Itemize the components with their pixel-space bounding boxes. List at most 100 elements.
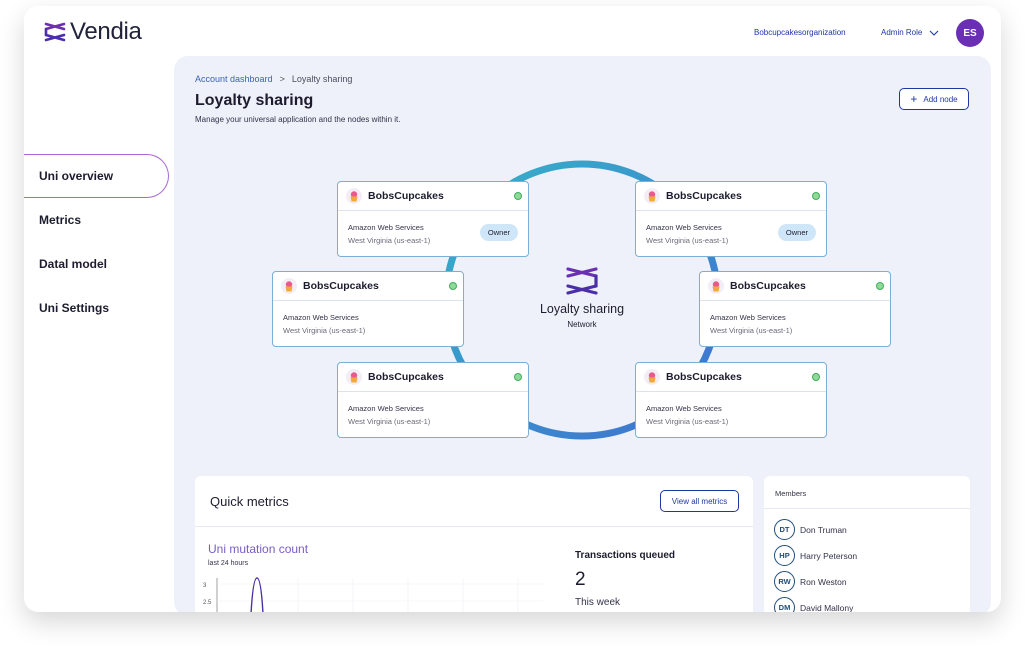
node-region: West Virginia (us-east-1) <box>348 417 431 426</box>
member-name: Harry Peterson <box>800 550 858 561</box>
online-dot-icon <box>514 373 522 381</box>
app-window: Vendia Bobcupcakesorganization Admin Rol… <box>24 6 1001 612</box>
node-card[interactable]: BobsCupcakes Amazon Web Services West Vi… <box>337 181 529 257</box>
mutation-count-chart: 3 2.5 <box>203 577 543 612</box>
mutation-count-title: Uni mutation count <box>208 542 309 556</box>
node-body: Amazon Web Services West Virginia (us-ea… <box>636 392 826 426</box>
node-provider: Amazon Web Services <box>283 313 359 322</box>
divider <box>195 526 753 527</box>
node-body: Amazon Web Services West Virginia (us-ea… <box>636 211 826 245</box>
sidebar: Uni overview Metrics Datal model Uni Set… <box>24 154 174 330</box>
cupcake-icon <box>346 369 362 385</box>
node-body: Amazon Web Services West Virginia (us-ea… <box>338 211 528 245</box>
breadcrumb-account-dashboard[interactable]: Account dashboard <box>195 74 273 84</box>
y-tick-label: 3 <box>203 583 207 589</box>
node-header: BobsCupcakes <box>273 272 463 301</box>
node-provider: Amazon Web Services <box>646 404 722 413</box>
cupcake-icon <box>346 188 362 204</box>
sidebar-item-uni-overview[interactable]: Uni overview <box>24 154 169 198</box>
node-body: Amazon Web Services West Virginia (us-ea… <box>338 392 528 426</box>
member-item[interactable]: HP Harry Peterson <box>774 545 857 566</box>
members-title: Members <box>775 489 807 498</box>
breadcrumb-separator: > <box>279 74 285 84</box>
online-dot-icon <box>514 192 522 200</box>
online-dot-icon <box>449 282 457 290</box>
page-title: Loyalty sharing <box>195 92 314 109</box>
node-header: BobsCupcakes <box>700 272 890 301</box>
node-provider: Amazon Web Services <box>710 313 786 322</box>
organization-link[interactable]: Bobcupcakesorganization <box>754 28 846 37</box>
breadcrumb-current: Loyalty sharing <box>291 74 353 84</box>
quick-metrics-card: Quick metrics View all metrics Uni mutat… <box>195 476 753 612</box>
user-avatar[interactable]: ES <box>956 19 984 47</box>
network-center: Loyalty sharing Network <box>522 266 642 329</box>
owner-badge: Owner <box>777 224 816 241</box>
node-provider: Amazon Web Services <box>646 223 722 232</box>
mutation-line <box>250 577 264 612</box>
owner-badge: Owner <box>479 224 518 241</box>
node-card[interactable]: BobsCupcakes Amazon Web Services West Vi… <box>635 362 827 438</box>
node-region: West Virginia (us-east-1) <box>710 326 793 335</box>
add-node-button[interactable]: + Add node <box>899 88 969 110</box>
node-region: West Virginia (us-east-1) <box>348 236 431 245</box>
node-header: BobsCupcakes <box>636 363 826 392</box>
node-body: Amazon Web Services West Virginia (us-ea… <box>273 301 463 335</box>
network-title: Loyalty sharing <box>539 302 625 316</box>
node-region: West Virginia (us-east-1) <box>646 417 729 426</box>
vendia-logo-icon <box>44 22 66 42</box>
add-node-label: Add node <box>923 94 958 104</box>
node-region: West Virginia (us-east-1) <box>283 326 366 335</box>
main-panel: Account dashboard > Loyalty sharing Loya… <box>174 56 991 612</box>
online-dot-icon <box>812 192 820 200</box>
transactions-queued-value: 2 <box>575 569 586 590</box>
vendia-logo[interactable]: Vendia <box>44 18 142 46</box>
cupcake-icon <box>644 369 660 385</box>
view-all-metrics-button[interactable]: View all metrics <box>660 490 739 512</box>
node-name: BobsCupcakes <box>368 190 444 202</box>
node-name: BobsCupcakes <box>666 371 742 383</box>
node-name: BobsCupcakes <box>303 280 379 292</box>
plus-icon: + <box>910 92 918 106</box>
member-item[interactable]: RW Ron Weston <box>774 571 847 592</box>
role-dropdown[interactable]: Admin Role <box>881 28 939 37</box>
node-region: West Virginia (us-east-1) <box>646 236 729 245</box>
node-card[interactable]: BobsCupcakes Amazon Web Services West Vi… <box>635 181 827 257</box>
node-card[interactable]: BobsCupcakes Amazon Web Services West Vi… <box>337 362 529 438</box>
member-name: Ron Weston <box>800 576 847 587</box>
node-name: BobsCupcakes <box>368 371 444 383</box>
node-provider: Amazon Web Services <box>348 404 424 413</box>
y-tick-label: 2.5 <box>203 600 212 606</box>
quick-metrics-title: Quick metrics <box>210 494 289 509</box>
member-item[interactable]: DM David Mallony <box>774 597 853 612</box>
node-card[interactable]: BobsCupcakes Amazon Web Services West Vi… <box>272 271 464 347</box>
node-provider: Amazon Web Services <box>348 223 424 232</box>
member-avatar: DT <box>774 519 795 540</box>
member-name: David Mallony <box>800 602 854 613</box>
node-body: Amazon Web Services West Virginia (us-ea… <box>700 301 890 335</box>
node-header: BobsCupcakes <box>338 182 528 211</box>
member-item[interactable]: DT Don Truman <box>774 519 847 540</box>
cupcake-icon <box>708 278 724 294</box>
node-name: BobsCupcakes <box>730 280 806 292</box>
page-subtitle: Manage your universal application and th… <box>195 115 401 124</box>
breadcrumb: Account dashboard > Loyalty sharing <box>195 74 352 84</box>
sidebar-item-uni-settings[interactable]: Uni Settings <box>39 301 110 315</box>
vendia-network-icon <box>566 267 598 295</box>
node-name: BobsCupcakes <box>666 190 742 202</box>
chevron-down-icon <box>929 30 939 36</box>
cupcake-icon <box>644 188 660 204</box>
members-card: Members DT Don Truman HP Harry Peterson … <box>764 476 970 612</box>
sidebar-item-metrics[interactable]: Metrics <box>39 213 82 227</box>
cupcake-icon <box>281 278 297 294</box>
member-name: Don Truman <box>800 524 847 535</box>
online-dot-icon <box>876 282 884 290</box>
mutation-count-period: last 24 hours <box>208 560 249 567</box>
node-header: BobsCupcakes <box>338 363 528 392</box>
member-avatar: HP <box>774 545 795 566</box>
member-avatar: RW <box>774 571 795 592</box>
sidebar-item-data-model[interactable]: Datal model <box>39 257 108 271</box>
node-card[interactable]: BobsCupcakes Amazon Web Services West Vi… <box>699 271 891 347</box>
divider <box>764 508 970 509</box>
node-header: BobsCupcakes <box>636 182 826 211</box>
online-dot-icon <box>812 373 820 381</box>
